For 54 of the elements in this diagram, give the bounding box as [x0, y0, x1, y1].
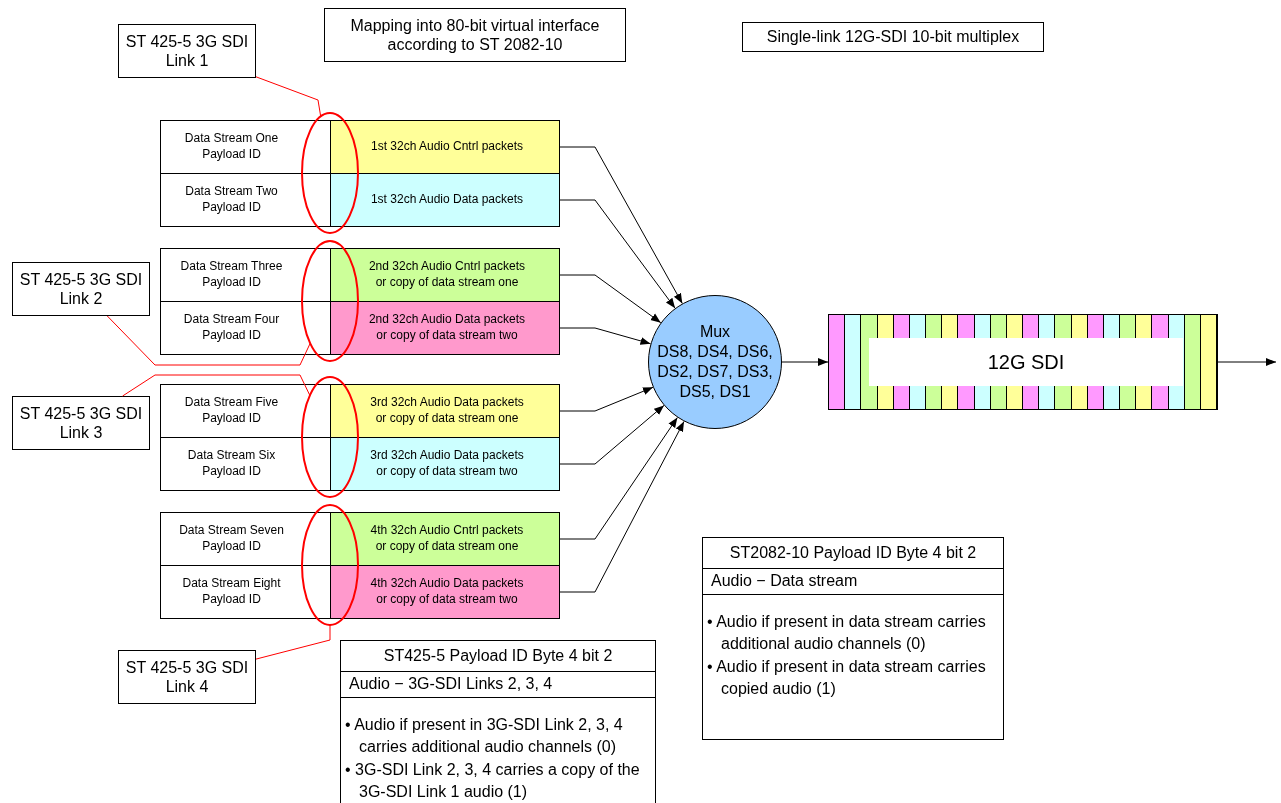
arrow	[559, 274, 662, 324]
table-subheading: Audio − Data stream	[703, 569, 1003, 595]
mux-streams: DS8, DS4, DS6, DS2, DS7, DS3, DS5, DS1	[657, 342, 773, 402]
payload-id-cell: Data Stream One Payload ID	[160, 120, 331, 174]
packet-cell: 1st 32ch Audio Data packets	[330, 173, 560, 227]
label-box: ST 425-5 3G SDI Link 4	[118, 650, 256, 704]
arrow	[559, 417, 678, 540]
leader-line	[122, 374, 311, 397]
arrow	[559, 420, 685, 593]
label-box: Mapping into 80-bit virtual interface according to ST 2082-10	[324, 8, 626, 62]
packet-cell: 1st 32ch Audio Cntrl packets	[330, 120, 560, 174]
bar-label: 12G SDI	[869, 338, 1183, 386]
bullet-item: • 3G-SDI Link 2, 3, 4 carries a copy of the 3G-SDI Link 1 audio (1)	[345, 759, 641, 802]
bullet-item: • Audio if present in data stream carries copied audio (1)	[707, 656, 987, 699]
leader-line	[255, 624, 331, 660]
table-heading: ST2082-10 Payload ID Byte 4 bit 2	[703, 538, 1003, 570]
label-box: ST 425-5 3G SDI Link 3	[12, 396, 150, 450]
packet-cell: 2nd 32ch Audio Data packets or copy of data stream two	[330, 301, 560, 355]
highlight-ellipse	[301, 112, 359, 234]
stream-bar	[828, 314, 1218, 410]
payload-id-cell: Data Stream Two Payload ID	[160, 173, 331, 227]
payload-id-cell: Data Stream Five Payload ID	[160, 384, 331, 438]
arrow	[559, 327, 651, 345]
info-table	[702, 537, 1004, 740]
table-heading: ST425-5 Payload ID Byte 4 bit 2	[341, 641, 655, 673]
leader-line	[106, 315, 311, 366]
arrow	[781, 358, 829, 366]
bullet-item: • Audio if present in 3G-SDI Link 2, 3, 4 carries additional audio channels (0)	[345, 714, 624, 758]
leader-line	[255, 76, 322, 117]
payload-id-cell: Data Stream Eight Payload ID	[160, 565, 331, 619]
packet-cell: 3rd 32ch Audio Data packets or copy of data stream one	[330, 384, 560, 438]
packet-cell: 4th 32ch Audio Data packets or copy of data stream two	[330, 565, 560, 619]
packet-cell: 2nd 32ch Audio Cntrl packets or copy of data stream one	[330, 248, 560, 302]
arrow	[1217, 358, 1277, 366]
arrow	[559, 199, 676, 309]
payload-id-cell: Data Stream Six Payload ID	[160, 437, 331, 491]
highlight-ellipse	[301, 504, 359, 626]
payload-id-cell: Data Stream Seven Payload ID	[160, 512, 331, 566]
arrow	[559, 386, 654, 412]
table-subheading: Audio − 3G-SDI Links 2, 3, 4	[341, 672, 655, 698]
highlight-ellipse	[301, 240, 359, 362]
payload-id-cell: Data Stream Three Payload ID	[160, 248, 331, 302]
label-box: ST 425-5 3G SDI Link 1	[118, 24, 256, 78]
label-box: Single-link 12G-SDI 10-bit multiplex	[742, 22, 1044, 52]
bullet-item: • Audio if present in data stream carries additional audio channels (0)	[707, 611, 987, 655]
payload-id-cell: Data Stream Four Payload ID	[160, 301, 331, 355]
label-box: ST 425-5 3G SDI Link 2	[12, 262, 150, 316]
arrow	[559, 404, 665, 465]
mux-label: Mux	[699, 322, 731, 342]
packet-cell: 3rd 32ch Audio Data packets or copy of data stream two	[330, 437, 560, 491]
info-table	[340, 640, 656, 803]
highlight-ellipse	[301, 376, 359, 498]
arrow	[559, 146, 683, 304]
packet-cell: 4th 32ch Audio Cntrl packets or copy of data stream one	[330, 512, 560, 566]
